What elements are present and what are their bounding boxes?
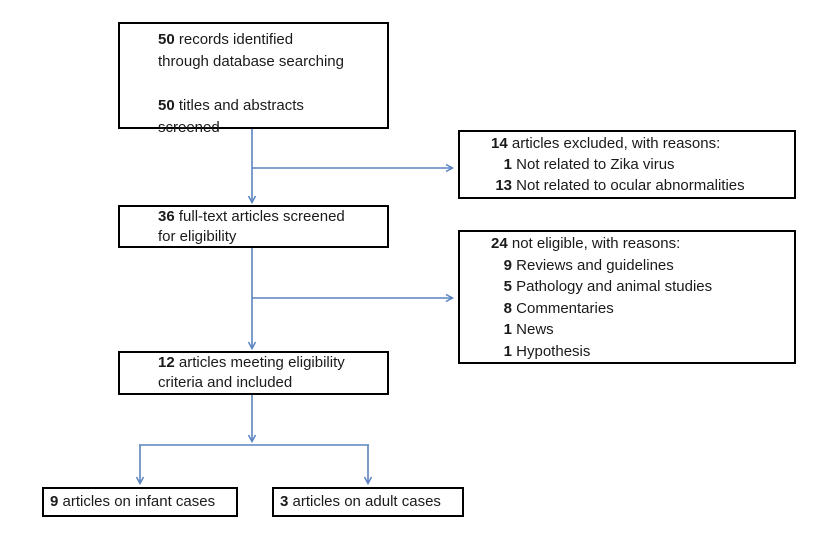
box-text-line: 24 not eligible, with reasons: [491, 235, 681, 252]
box-meeting-eligibility: 12 articles meeting eligibility criteria… [118, 351, 389, 395]
reason-item: 1 Not related to Zika virus [503, 156, 675, 173]
box-text-line: 3 articles on adult cases [280, 493, 441, 510]
reason-item: 5 Pathology and animal studies [503, 278, 713, 295]
reason-item: 1 News [503, 321, 554, 338]
box-text-line: 9 articles on infant cases [50, 493, 216, 510]
box-infant-cases: 9 articles on infant cases [42, 487, 238, 517]
box-text-line: 50 titles and abstracts [158, 97, 304, 114]
box-text-line: criteria and included [158, 374, 293, 391]
box-text-line: 14 articles excluded, with reasons: [491, 135, 721, 152]
box-articles-excluded: 14 articles excluded, with reasons: 1 No… [458, 130, 796, 199]
box-text-line: screened [158, 119, 220, 136]
reason-item: 13 Not related to ocular abnormalities [495, 177, 745, 194]
box-fulltext-screened: 36 full-text articles screened for eligi… [118, 205, 389, 248]
box-text-line: through database searching [158, 53, 344, 70]
blank-line [158, 73, 383, 95]
reason-item: 9 Reviews and guidelines [503, 256, 674, 274]
box-text-line: for eligibility [158, 228, 237, 245]
box-records-identified: 50 records identified through database s… [118, 22, 389, 136]
reason-item: 8 Commentaries [503, 299, 614, 317]
box-not-eligible: 24 not eligible, with reasons: 9 Reviews… [458, 230, 796, 364]
box-adult-cases: 3 articles on adult cases [272, 487, 464, 517]
reason-item: 1 Hypothesis [503, 342, 591, 360]
box-text-line: 12 articles meeting eligibility [158, 354, 345, 371]
box-text-line: 36 full-text articles screened [158, 208, 345, 225]
box-text-line: 50 records identified [158, 31, 294, 48]
